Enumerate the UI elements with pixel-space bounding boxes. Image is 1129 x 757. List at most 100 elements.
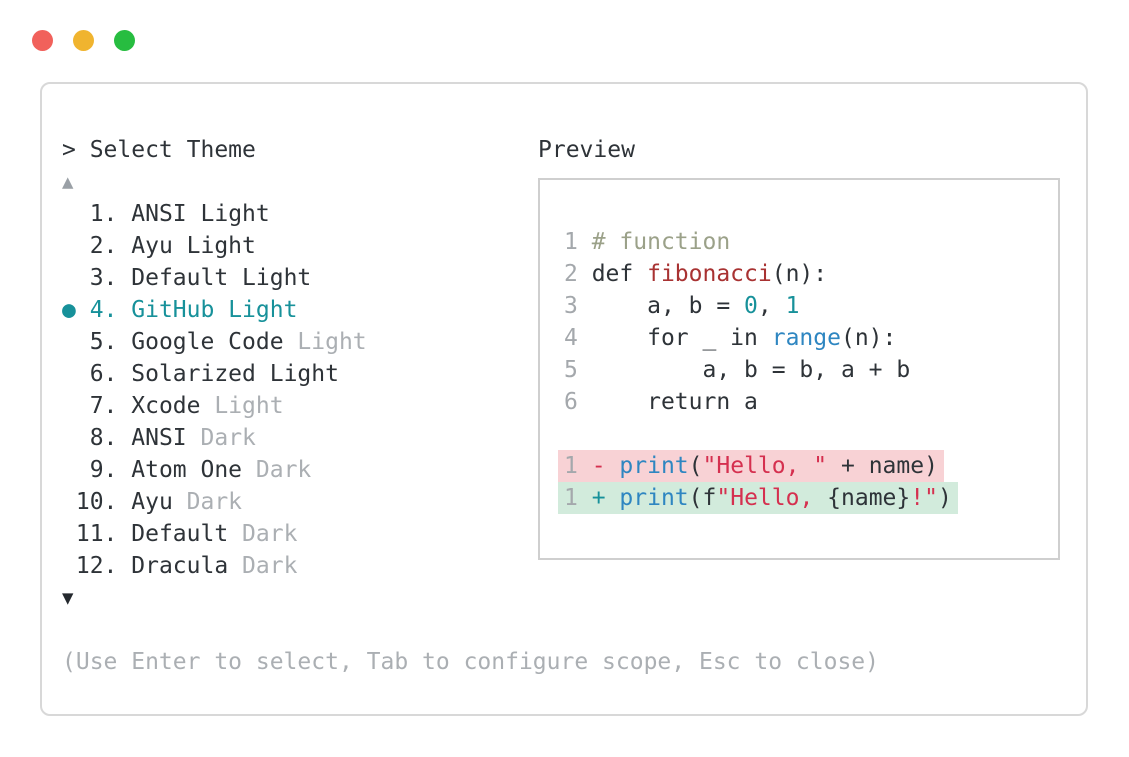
code-token: range	[771, 325, 841, 351]
code-token: (n):	[771, 261, 828, 287]
theme-list-item[interactable]: 9. Atom One Dark	[62, 454, 879, 486]
traffic-light-close-icon[interactable]	[32, 30, 53, 51]
code-token: +	[591, 485, 606, 511]
code-line: 1 # function	[564, 226, 1058, 258]
diff-highlight-removed: 1 - print("Hello, " + name)	[558, 450, 944, 482]
code-token: fibonacci	[647, 261, 772, 287]
theme-item-number: 7.	[62, 393, 132, 419]
theme-list-item[interactable]: 5. Google Code Light	[62, 326, 879, 358]
theme-item-variant: Dark	[242, 553, 298, 579]
traffic-light-zoom-icon[interactable]	[114, 30, 135, 51]
theme-item-number: 10.	[62, 489, 132, 515]
theme-item-number: 1.	[62, 201, 132, 227]
theme-list-item[interactable]: 12. Dracula Dark	[62, 550, 879, 582]
code-token	[606, 485, 620, 511]
code-token: a, b = b, a + b	[591, 357, 911, 383]
code-token: + name)	[827, 453, 938, 479]
scroll-down-icon[interactable]: ▼	[62, 587, 74, 609]
code-token: "Hello,	[716, 485, 828, 511]
code-token: a, b =	[591, 293, 745, 319]
theme-item-variant: Dark	[200, 425, 256, 451]
theme-item-variant: Dark	[186, 489, 243, 515]
theme-item-variant: Light	[269, 361, 339, 387]
code-token: 0	[744, 293, 758, 319]
theme-item-number: 6.	[62, 361, 132, 387]
theme-item-name: Xcode	[131, 393, 215, 419]
theme-item-name: Ayu	[131, 489, 187, 515]
code-line: 6 return a	[564, 386, 1058, 418]
theme-item-variant: Dark	[242, 521, 298, 547]
theme-list-column: > Select Theme ▲ 1. ANSI Light 2. Ayu Li…	[62, 134, 879, 678]
theme-item-name: ANSI	[131, 425, 201, 451]
code-token: "Hello, "	[702, 453, 828, 479]
theme-item-number: 9.	[62, 457, 132, 483]
theme-list-item[interactable]: 2. Ayu Light	[62, 230, 879, 262]
theme-item-variant: Dark	[255, 457, 312, 483]
code-token: print	[619, 485, 689, 511]
theme-item-name: Google Code	[131, 329, 298, 355]
code-token: )	[937, 485, 952, 511]
theme-item-variant: Light	[200, 201, 270, 227]
line-number: 1	[564, 229, 592, 255]
theme-item-number: 3.	[62, 265, 132, 291]
theme-item-number: 2.	[62, 233, 132, 259]
theme-item-variant: Light	[186, 233, 256, 259]
code-line-diff-added: 1 + print(f"Hello, {name}!")	[558, 482, 1058, 514]
line-number: 3	[564, 293, 592, 319]
code-line	[564, 418, 1058, 450]
theme-item-variant: Light	[242, 265, 312, 291]
theme-item-variant: Light	[214, 393, 284, 419]
code-token: !"	[910, 485, 938, 511]
theme-list-item[interactable]: 3. Default Light	[62, 262, 879, 294]
theme-item-variant: Light	[297, 329, 367, 355]
line-number: 5	[564, 357, 592, 383]
code-token: for _ in	[591, 325, 772, 351]
code-token: (	[688, 453, 703, 479]
theme-item-name: Ayu	[131, 233, 187, 259]
line-number: 2	[564, 261, 592, 287]
theme-list-item[interactable]: 7. Xcode Light	[62, 390, 879, 422]
theme-list-item[interactable]: 6. Solarized Light	[62, 358, 879, 390]
code-token: print	[619, 453, 689, 479]
scroll-up-icon[interactable]: ▲	[62, 171, 74, 193]
theme-selector-panel: > Select Theme ▲ 1. ANSI Light 2. Ayu Li…	[40, 82, 1088, 716]
code-token: (n):	[840, 325, 897, 351]
traffic-light-minimize-icon[interactable]	[73, 30, 94, 51]
line-number: 1	[564, 453, 592, 479]
theme-item-name: GitHub	[131, 297, 229, 323]
code-token: -	[591, 453, 606, 479]
theme-list-item[interactable]: 1. ANSI Light	[62, 198, 879, 230]
theme-list: 1. ANSI Light 2. Ayu Light 3. Default Li…	[62, 198, 879, 582]
code-token: return a	[591, 389, 758, 415]
window-titlebar	[32, 30, 135, 51]
theme-list-item[interactable]: 11. Default Dark	[62, 518, 879, 550]
theme-item-name: ANSI	[131, 201, 201, 227]
theme-item-name: Default	[131, 265, 243, 291]
preview-title: Preview	[538, 137, 635, 163]
theme-item-name: Solarized	[131, 361, 270, 387]
line-number: 4	[564, 325, 592, 351]
code-token: ,	[757, 293, 786, 319]
select-theme-prompt: > Select Theme	[62, 137, 256, 163]
theme-list-item[interactable]: 10. Ayu Dark	[62, 486, 879, 518]
code-token	[606, 453, 620, 479]
theme-item-number: 11.	[62, 521, 132, 547]
theme-item-number: ● 4.	[62, 297, 132, 323]
code-line: 2 def fibonacci(n):	[564, 258, 1058, 290]
line-number: 1	[564, 485, 592, 511]
theme-list-item[interactable]: ● 4. GitHub Light	[62, 294, 879, 326]
theme-item-name: Default	[131, 521, 243, 547]
theme-item-number: 5.	[62, 329, 132, 355]
code-token: (f	[688, 485, 717, 511]
theme-item-number: 8.	[62, 425, 132, 451]
theme-item-number: 12.	[62, 553, 132, 579]
theme-list-item[interactable]: 8. ANSI Dark	[62, 422, 879, 454]
code-token: {name}	[827, 485, 911, 511]
theme-item-name: Dracula	[131, 553, 243, 579]
code-line: 3 a, b = 0, 1	[564, 290, 1058, 322]
code-token: def	[591, 261, 648, 287]
code-token: # function	[591, 229, 731, 255]
